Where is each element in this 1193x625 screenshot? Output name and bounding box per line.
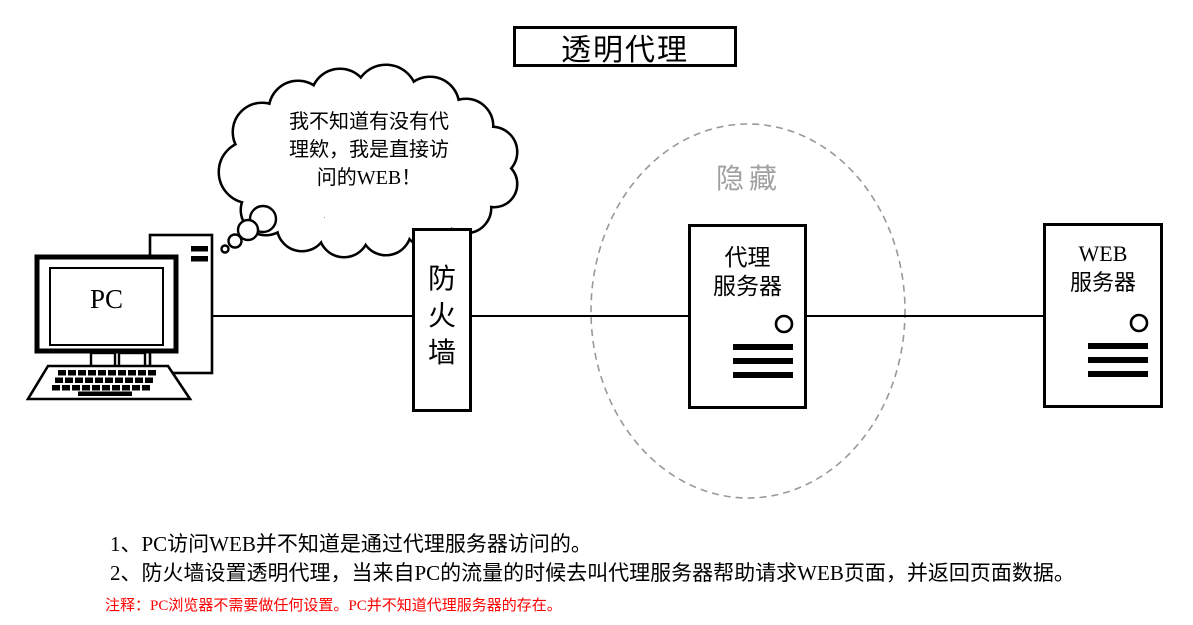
title-box: 透明代理 — [513, 26, 737, 67]
proxy-server-label: 代理 服务器 — [691, 243, 804, 301]
firewall-label: 防 火 墙 — [415, 261, 469, 372]
power-button-icon — [774, 314, 794, 334]
firewall-box: 防 火 墙 — [412, 228, 472, 412]
spacebar-key — [78, 391, 132, 396]
proxy-label-line2: 服务器 — [713, 274, 782, 299]
pc-screen — [49, 267, 164, 346]
power-button-icon — [1129, 313, 1149, 333]
server-vent-lines-icon — [733, 344, 793, 378]
thought-line: 理欸，我是直接访 — [289, 139, 449, 161]
web-label-line1: WEB — [1078, 241, 1128, 266]
proxy-server-box: 代理 服务器 — [688, 224, 807, 409]
web-label-line2: 服务器 — [1069, 270, 1136, 295]
server-icon — [1088, 313, 1149, 377]
thought-trail-bubbles — [220, 204, 278, 254]
note-1: 1、PC访问WEB并不知道是通过代理服务器访问的。 — [110, 532, 592, 556]
thought-line: 我不知道有没有代 — [289, 111, 449, 133]
firewall-char: 火 — [427, 301, 456, 332]
server-icon — [733, 314, 794, 378]
proxy-label-line1: 代理 — [724, 245, 771, 270]
thought-cloud — [217, 63, 519, 259]
note-2: 2、防火墙设置透明代理，当来自PC的流量的时候去叫代理服务器帮助请求WEB页面，… — [110, 561, 1075, 585]
firewall-char: 防 — [427, 264, 456, 295]
pc-monitor — [34, 254, 179, 354]
pc-keyboard — [25, 364, 193, 401]
thought-line: 问的WEB！ — [316, 167, 422, 189]
pc-label: PC — [89, 284, 124, 314]
server-vent-lines-icon — [1088, 343, 1148, 377]
web-server-label: WEB 服务器 — [1046, 239, 1160, 297]
keyboard-keys — [52, 370, 156, 396]
firewall-char: 墙 — [427, 338, 456, 369]
annotation-note: 注释：PC浏览器不需要做任何设置。PC并不知道代理服务器的存在。 — [105, 598, 562, 614]
thought-bubble-text: 我不知道有没有代 理欸，我是直接访 问的WEB！ — [243, 108, 495, 192]
tower-vent-icon — [191, 256, 208, 262]
page-title: 透明代理 — [561, 33, 689, 67]
web-server-box: WEB 服务器 — [1043, 223, 1163, 408]
hidden-zone-label: 隐藏 — [715, 164, 782, 195]
tower-vent-icon — [191, 246, 208, 252]
hidden-zone-ellipse — [590, 123, 906, 499]
